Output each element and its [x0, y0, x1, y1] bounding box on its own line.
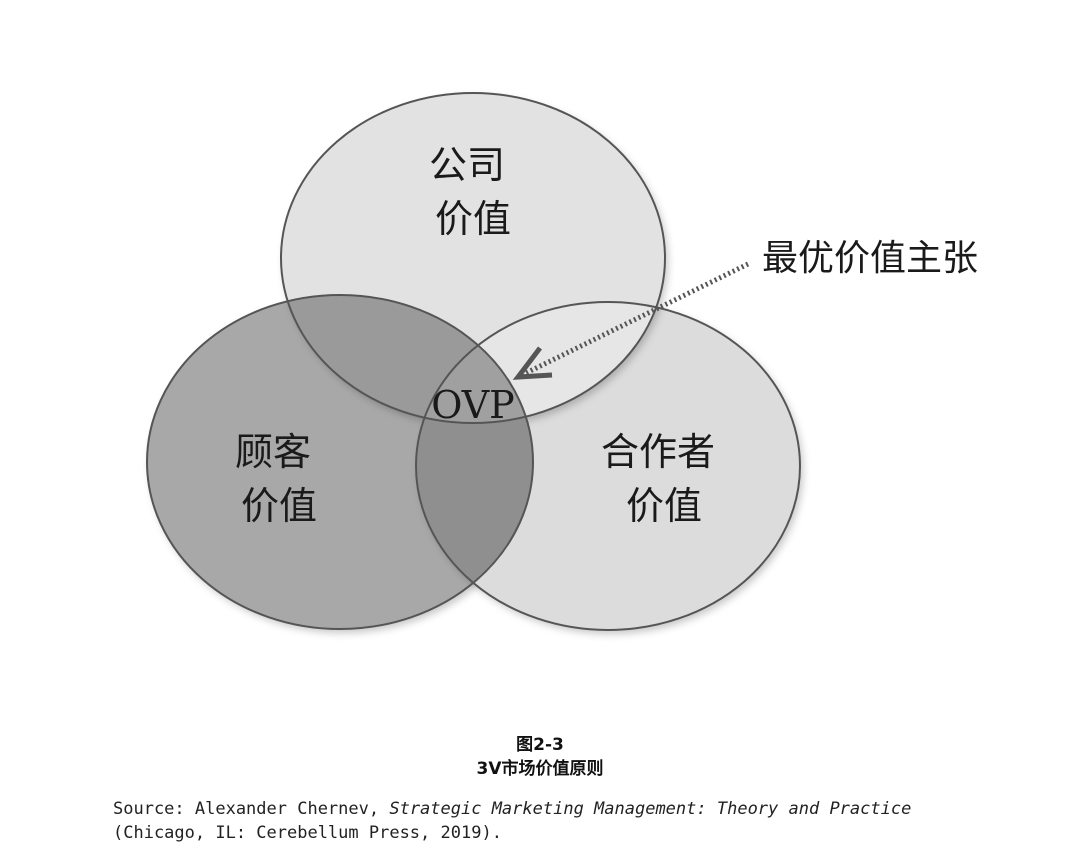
callout-arrowhead	[512, 346, 553, 380]
venn-diagram: 公司 价值 顾客 价值 合作者 价值 OVP 最优价值主张	[146, 92, 978, 631]
customer-circle-outline	[146, 294, 534, 630]
callout-arrow	[522, 261, 750, 377]
figure-title: 3V市场价值原则	[476, 759, 604, 779]
collaborator-value-label: 合作者 价值	[601, 430, 727, 528]
optimal-value-proposition-label: 最优价值主张	[762, 238, 978, 279]
source-citation-line2: (Chicago, IL: Cerebellum Press, 2019).	[113, 823, 502, 843]
company-collaborator-overlap	[416, 302, 665, 423]
company-circle-outline	[280, 92, 666, 424]
figure-number: 图2-3	[516, 735, 564, 755]
source-book-title: Strategic Marketing Management: Theory a…	[389, 799, 912, 819]
company-value-label: 公司 价值	[429, 143, 517, 241]
ovp-label: OVP	[431, 383, 515, 427]
source-prefix: Source: Alexander Chernev,	[113, 799, 390, 819]
company-customer-overlap	[281, 295, 533, 423]
collaborator-circle-outline	[415, 301, 801, 631]
source-citation-line1: Source: Alexander Chernev, Strategic Mar…	[113, 797, 1013, 821]
customer-value-label: 顾客 价值	[235, 430, 323, 528]
